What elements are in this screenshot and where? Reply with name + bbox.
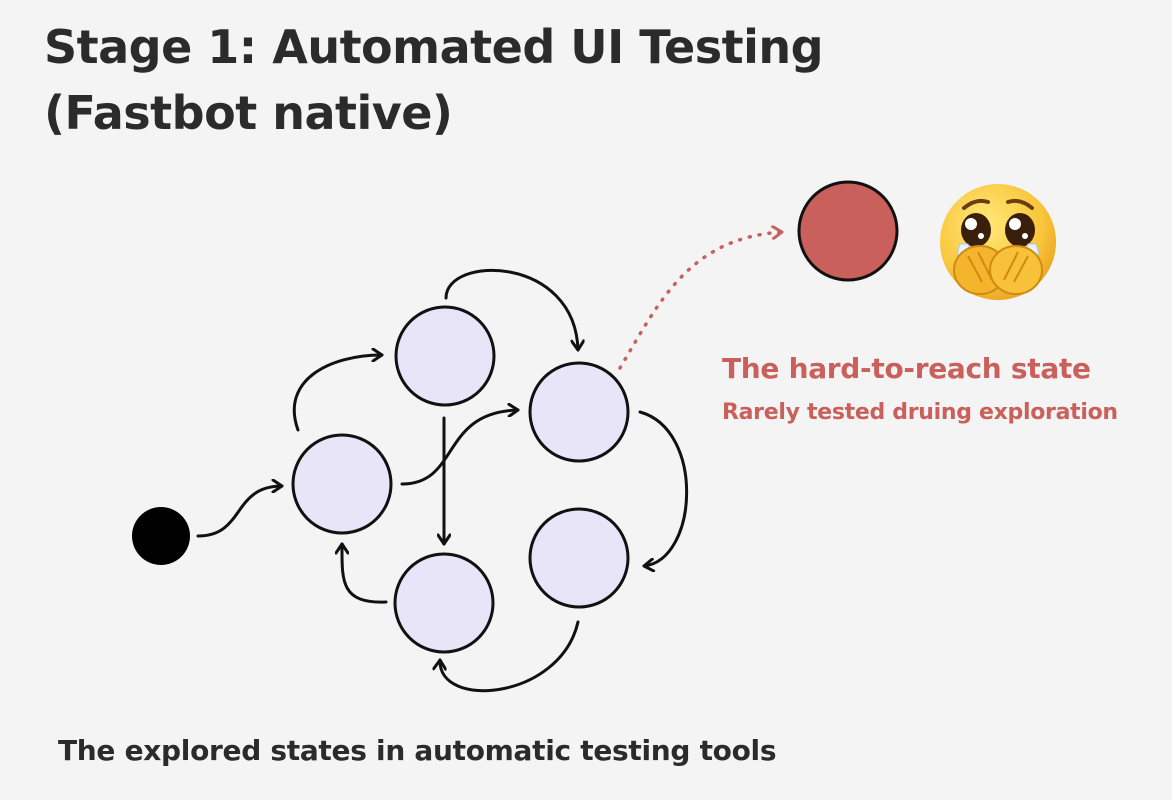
title-line-2: (Fastbot native): [44, 86, 453, 140]
edge-lowerright-to-bottom: [440, 620, 580, 693]
state-node-lower-right: [528, 507, 630, 609]
state-node-top: [394, 305, 496, 407]
edge-bottom-to-left: [342, 542, 388, 604]
state-node-bottom: [393, 552, 495, 654]
diagram-caption: The explored states in automatic testing…: [58, 734, 777, 767]
edge-right-to-lowerright: [638, 410, 689, 566]
edge-top-to-right: [444, 268, 578, 352]
edge-left-to-right: [400, 410, 520, 486]
edge-to-hard-state: [618, 232, 784, 370]
hard-state-label: The hard-to-reach state: [722, 352, 1091, 385]
face-holding-back-tears-icon: [940, 184, 1056, 300]
hard-state-sublabel: Rarely tested druing exploration: [722, 400, 1118, 425]
start-node: [132, 507, 190, 565]
edge-start-to-left: [196, 486, 284, 538]
state-node-left: [291, 433, 393, 535]
state-node-right: [528, 361, 630, 463]
hard-to-reach-state-node: [797, 180, 899, 282]
edge-left-to-top: [292, 355, 384, 432]
slide-title: Stage 1: Automated UI Testing (Fastbot n…: [44, 14, 824, 146]
title-line-1: Stage 1: Automated UI Testing: [44, 20, 824, 74]
